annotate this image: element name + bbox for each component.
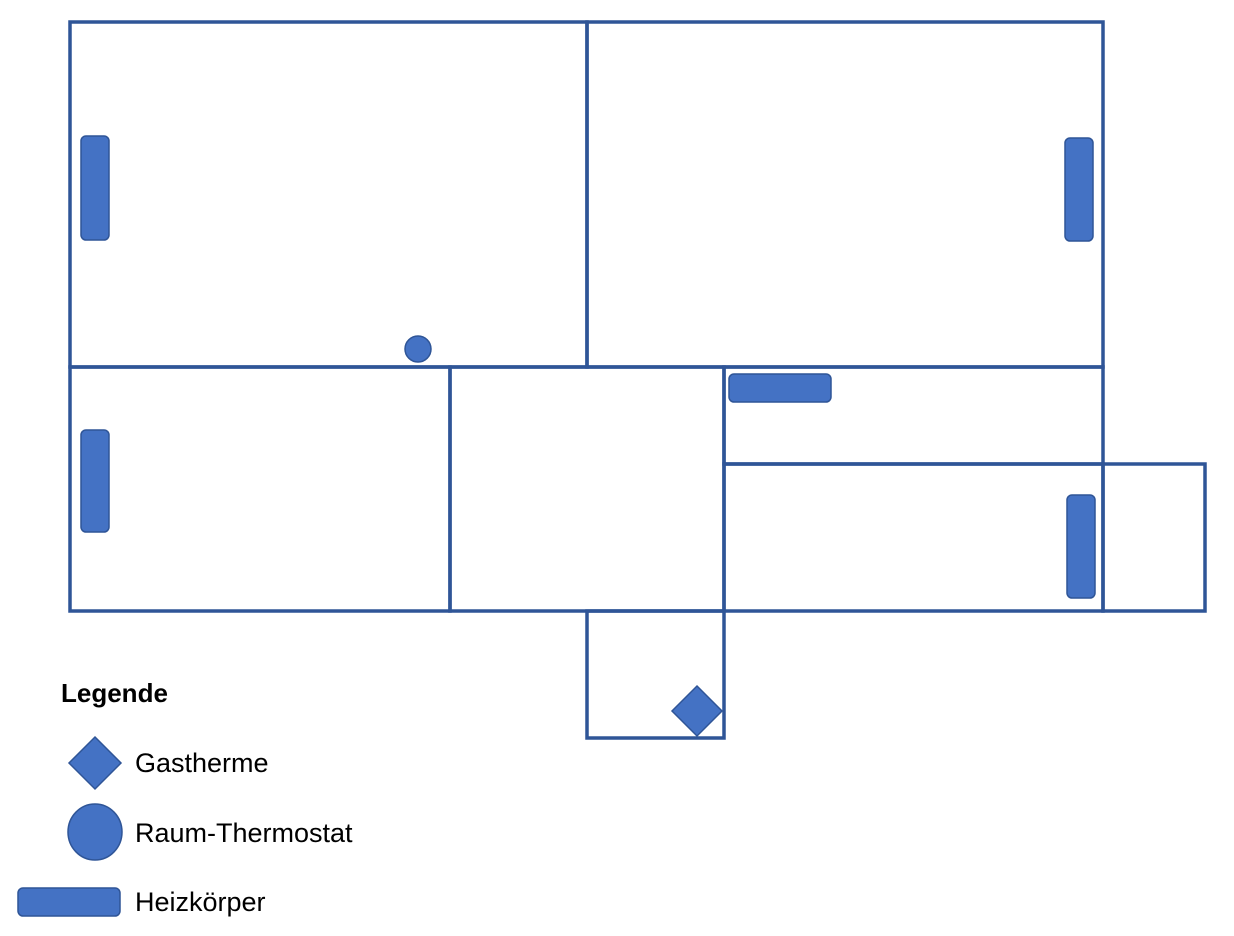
room-middle-left [68,365,452,613]
radiator-top-left [80,135,110,241]
radiator-middle-left [80,429,110,533]
legend-label-gastherme: Gastherme [135,748,269,778]
walls [68,20,1207,740]
radiator-top-right [1064,137,1094,242]
legend-title: Legende [61,678,168,708]
radiator-middle-right-upper [728,373,832,403]
legend: Legende Gastherme Raum-Thermostat Heizkö… [17,678,353,917]
circle-icon [67,803,123,861]
diamond-icon [67,735,123,791]
legend-label-radiator: Heizkörper [135,887,266,917]
radiator-middle-right-lower [1066,494,1096,599]
room-top-left [68,20,589,369]
rounded-rect-icon [17,887,121,917]
legend-label-thermostat: Raum-Thermostat [135,818,353,848]
gas-boiler [670,684,724,738]
room-annex-right [1101,462,1207,613]
radiators [80,135,1096,599]
room-thermostat [404,335,432,363]
room-boiler-closet [585,609,726,740]
room-middle-right-lower [722,462,1105,613]
room-middle-center [448,365,726,613]
room-top-right [585,20,1105,369]
